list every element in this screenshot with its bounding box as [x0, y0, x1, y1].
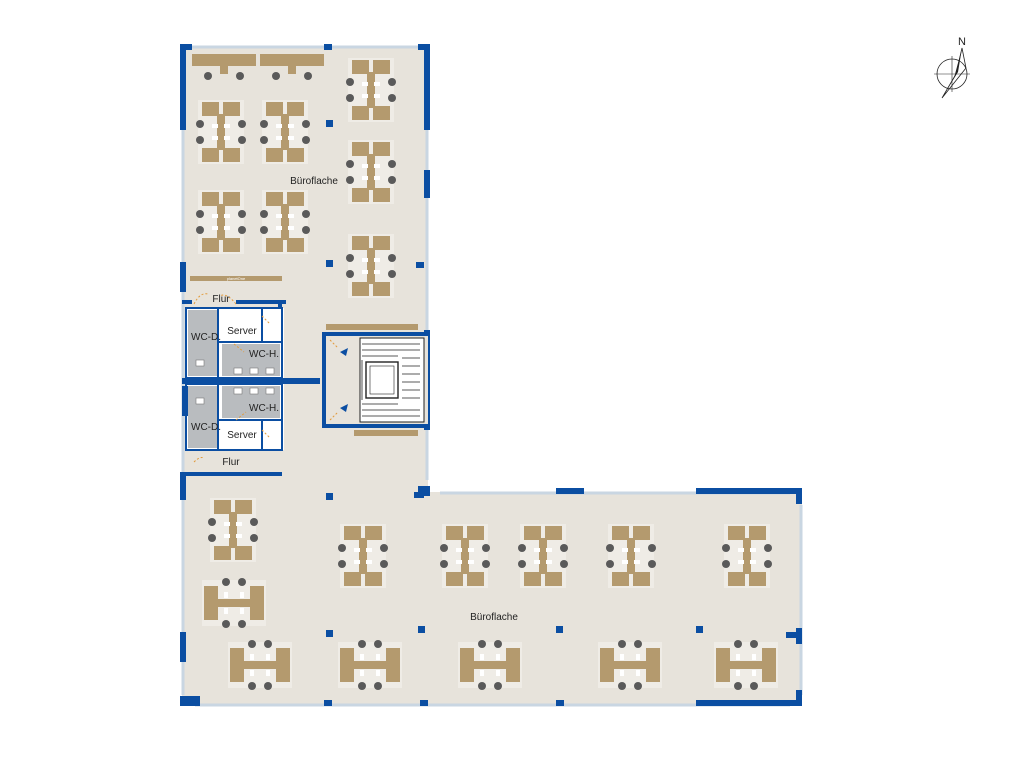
door-swings	[193, 293, 339, 463]
label-server-top: Server	[227, 326, 257, 337]
compass-north-label: N	[958, 36, 966, 48]
logo-plates: planetOne	[182, 276, 282, 416]
stairwell	[320, 324, 428, 436]
label-wc-h-bottom: WC-H.	[249, 403, 279, 414]
label-office-south: Büroflache	[470, 612, 518, 623]
sanitary-core	[182, 307, 330, 451]
logo-plate-side	[182, 386, 188, 416]
logo-plate-top	[190, 276, 282, 281]
label-wc-d-bottom: WC-D.	[191, 422, 221, 433]
label-office-north: Büroflache	[290, 176, 338, 187]
room-labels: Büroflache Büroflache Flur Flur WC-D. WC…	[191, 176, 518, 623]
label-server-bottom: Server	[227, 430, 257, 441]
label-flur-top: Flur	[212, 294, 230, 305]
columns	[326, 120, 796, 638]
label-wc-d-top: WC-D.	[191, 332, 221, 343]
logo-text-top: planetOne	[227, 276, 246, 281]
compass-icon: N	[934, 36, 970, 99]
label-wc-h-top: WC-H.	[249, 349, 279, 360]
flur-walls	[182, 300, 286, 476]
label-flur-bottom: Flur	[222, 457, 240, 468]
